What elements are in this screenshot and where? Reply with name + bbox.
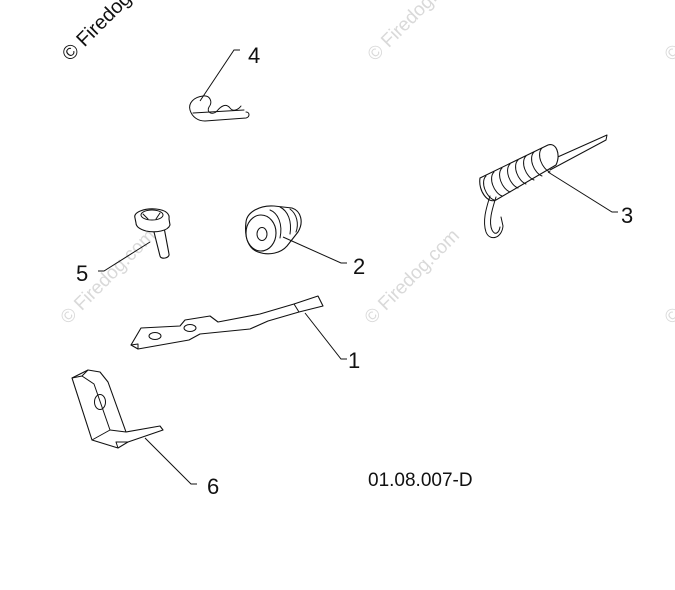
leader-3	[547, 171, 618, 213]
leader-1	[304, 312, 347, 360]
watermark-top-center: © Firedog.com	[364, 0, 467, 66]
callout-3: 3	[621, 203, 633, 228]
leader-2	[282, 236, 347, 264]
callout-2: 2	[353, 254, 365, 279]
callout-4: 4	[248, 43, 260, 68]
watermarks: © Firedog.com © Firedog.com © Fi © Fired…	[57, 0, 675, 329]
callout-5: 5	[76, 261, 88, 286]
callout-6: 6	[207, 474, 219, 499]
diagram-reference-code: 01.08.007-D	[368, 470, 473, 491]
shoulder-bolt-part[interactable]	[134, 208, 171, 259]
roller-nut-part[interactable]	[245, 205, 302, 255]
watermark-top-right: © Fi	[661, 26, 675, 66]
tension-spring-part[interactable]	[479, 134, 608, 239]
hairpin-clip-part[interactable]	[189, 95, 250, 122]
watermark-top-left: © Firedog.com	[58, 0, 167, 66]
watermark-mid-right: © Fi	[661, 289, 675, 329]
link-plate-part[interactable]	[130, 295, 324, 350]
leader-4	[199, 49, 240, 102]
angle-bracket-part[interactable]	[71, 369, 164, 449]
watermark-mid-center: © Firedog.com	[361, 225, 464, 328]
callout-1: 1	[348, 348, 360, 373]
leader-5	[98, 241, 151, 272]
watermark-mid-left: © Firedog.com	[57, 225, 160, 328]
leader-6	[144, 437, 197, 485]
